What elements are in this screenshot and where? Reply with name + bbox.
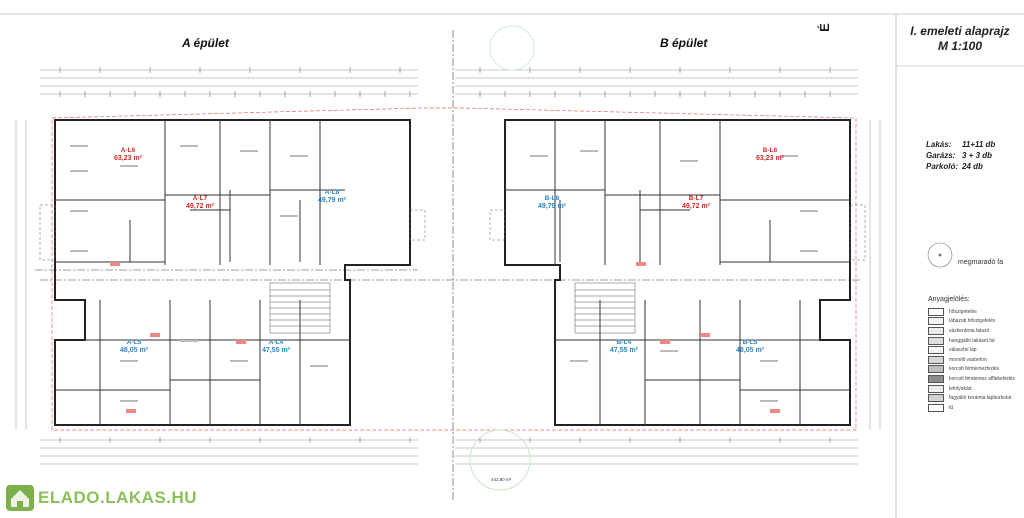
legend-item: hanggátló lakásel.fal <box>928 336 1020 346</box>
legend-item: lábazati hőszigetelés <box>928 317 1020 327</box>
site-logo[interactable]: ELADO.LAKAS.HU <box>6 484 197 512</box>
legend-item: lefolyókád <box>928 384 1020 394</box>
legend-swatch <box>928 355 944 364</box>
legend-swatch <box>928 307 944 316</box>
legend-label: lábazati hőszigetelés <box>949 318 996 325</box>
legend-item: monolit vasbeton <box>928 355 1020 365</box>
legend-label: válaszfal lap <box>949 347 977 354</box>
legend-label: fagyálló kerámia lapburkolat <box>949 395 1012 402</box>
stat-row: Parkoló:24 db <box>926 162 983 171</box>
legend-label: tű <box>949 404 954 411</box>
legend-item: tű <box>928 403 1020 413</box>
legend-item: hőszigetelés <box>928 307 1020 317</box>
legend-item: korcolt fémlemezfedés <box>928 365 1020 375</box>
legend-label: korcolt fémlemez afflekefedés <box>949 375 1016 382</box>
legend-title: Anyagjelölés: <box>928 296 970 303</box>
legend-item: fagyálló kerámia lapburkolat <box>928 393 1020 403</box>
legend-swatch <box>928 346 944 355</box>
legend-swatch <box>928 403 944 412</box>
legend-label: hanggátló lakásel.fal <box>949 337 995 344</box>
legend-item: korcolt fémlemez afflekefedés <box>928 374 1020 384</box>
stat-row: Lakás:11+11 db <box>926 140 996 149</box>
legend-swatch <box>928 394 944 403</box>
material-legend: Anyagjelölés: hőszigetelés lábazati hőszi… <box>928 296 1020 413</box>
legend-item: válaszfal lap <box>928 345 1020 355</box>
house-icon <box>6 485 34 511</box>
legend-swatch <box>928 326 944 335</box>
plot-total-area: 442,80 m² <box>491 477 512 482</box>
summary-stats: Lakás:11+11 db Garázs:3 + 3 db Parkoló:2… <box>926 140 1022 173</box>
building-a-heading: A épület <box>182 36 229 50</box>
legend-label: vázkerámia falazó <box>949 327 990 334</box>
legend-swatch <box>928 365 944 374</box>
drawing-title: I. emeleti alaprajz <box>910 24 1010 38</box>
building-b-heading: B épület <box>660 36 708 50</box>
legend-swatch <box>928 374 944 383</box>
legend-item: vázkerámia falazó <box>928 326 1020 336</box>
north-arrow: É <box>816 23 832 32</box>
title-block: I. emeleti alaprajz M 1:100 <box>900 24 1020 53</box>
stat-row: Garázs:3 + 3 db <box>926 151 993 160</box>
legend-label: monolit vasbeton <box>949 356 987 363</box>
legend-label: hőszigetelés <box>949 308 977 315</box>
legend-label: korcolt fémlemezfedés <box>949 366 1000 373</box>
legend-swatch <box>928 317 944 326</box>
logo-text: ELADO.LAKAS.HU <box>38 488 198 507</box>
legend-swatch <box>928 336 944 345</box>
drawing-scale: M 1:100 <box>937 39 983 53</box>
tree-label: megmaradó fa <box>958 259 1004 266</box>
legend-swatch <box>928 384 944 393</box>
legend-label: lefolyókád <box>949 385 972 392</box>
